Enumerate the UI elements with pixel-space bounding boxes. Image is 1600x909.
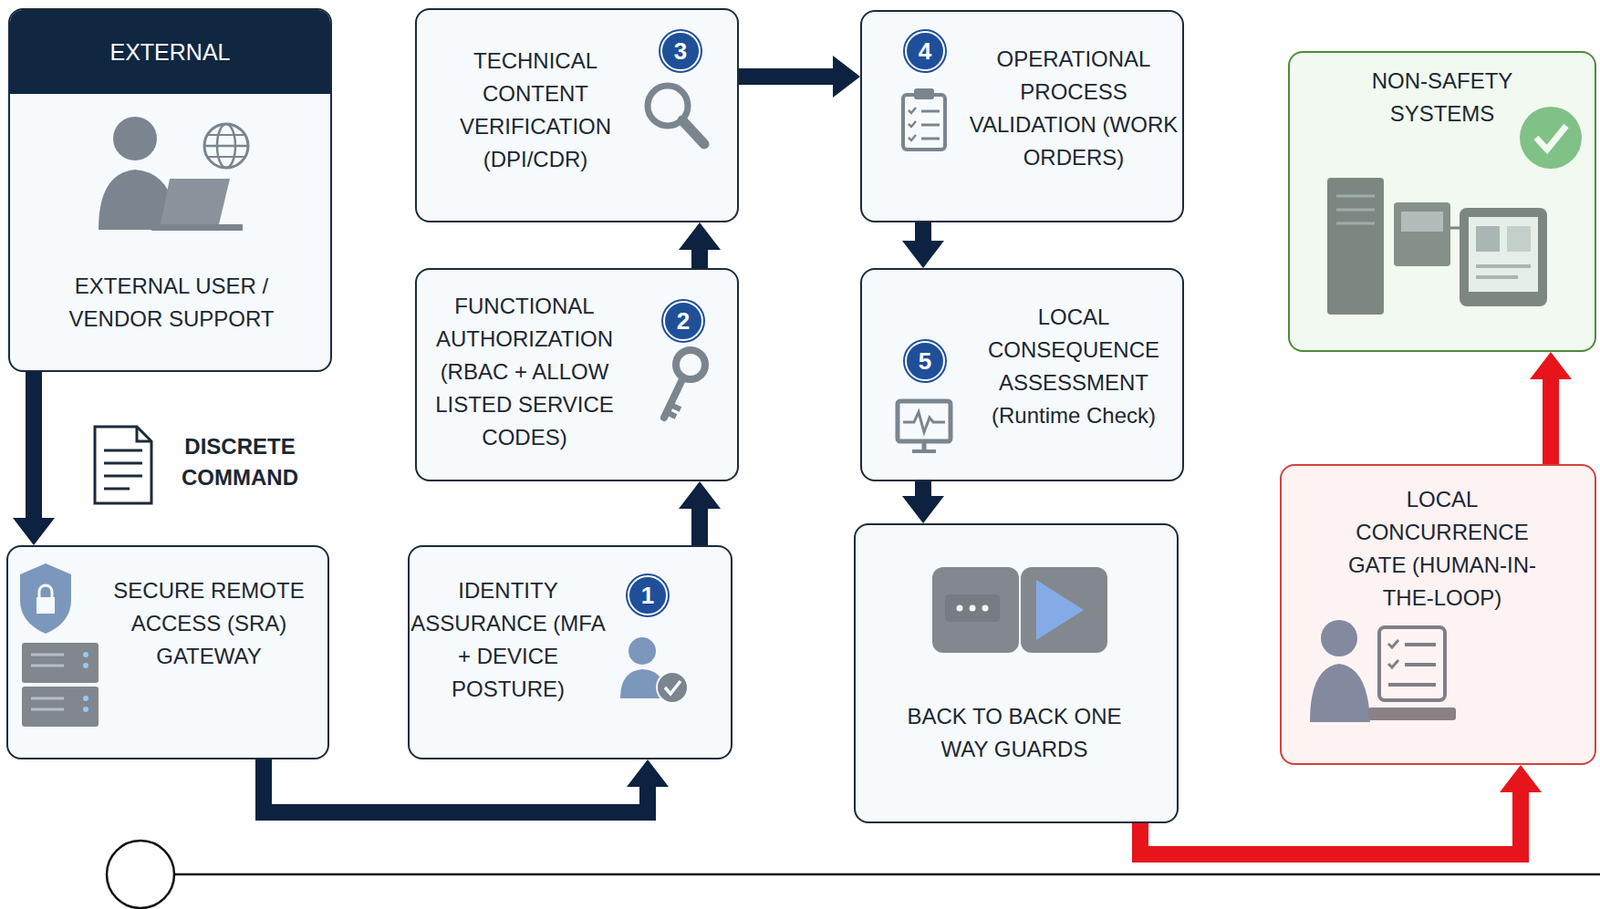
callout-number: 1 [627,575,668,616]
gateway-box: SECURE REMOTE ACCESS (SRA) GATEWAY [6,545,330,760]
concurrence-arrow [1140,792,1521,855]
node-text: FUNCTIONAL AUTHORIZATION (RBAC + ALLOW L… [419,290,630,455]
guard-box: BACK TO BACK ONE WAY GUARDS [853,523,1179,824]
process-box: LOCAL CONSEQUENCE ASSESSMENT (Runtime Ch… [860,268,1185,482]
process-box: TECHNICAL CONTENT VERIFICATION (DPI/CDR)… [415,8,739,223]
node-text: SECURE REMOTE ACCESS (SRA) GATEWAY [99,574,319,674]
header-band: EXTERNAL [10,10,331,94]
node-text: LOCAL CONSEQUENCE ASSESSMENT (Runtime Ch… [968,301,1179,433]
callout-number: 2 [663,301,704,342]
target-box: NON-SAFETY SYSTEMS [1288,51,1597,353]
process-box: FUNCTIONAL AUTHORIZATION (RBAC + ALLOW L… [415,268,739,482]
command-label: DISCRETE COMMAND [166,431,313,494]
node-text: LOCAL CONCURRENCE GATE (HUMAN-IN-THE-LOO… [1341,483,1543,615]
external-box: EXTERNAL EXTERNAL USER / VENDOR SUPPORT [8,8,333,373]
flow-arrow [691,249,708,269]
concurrence-arrow [1542,379,1559,465]
process-box: OPERATIONAL PROCESS VALIDATION (WORK ORD… [860,10,1185,223]
gate-box: LOCAL CONCURRENCE GATE (HUMAN-IN-THE-LOO… [1279,464,1597,766]
callout-number: 4 [904,31,946,72]
flow-arrow [738,68,833,85]
flow-arrow [25,372,42,519]
timeline-start [106,841,175,909]
node-text: BACK TO BACK ONE WAY GUARDS [895,700,1133,767]
node-text: OPERATIONAL PROCESS VALIDATION (WORK ORD… [968,42,1179,175]
node-text: TECHNICAL CONTENT VERIFICATION (DPI/CDR) [425,44,645,177]
callout-number: 3 [660,31,701,72]
node-text: IDENTITY ASSURANCE (MFA + DEVICE POSTURE… [410,574,607,707]
callout-number: 5 [904,341,946,382]
flow-arrow [914,481,932,497]
timeline-line [174,873,1600,877]
node-text: NON-SAFETY SYSTEMS [1341,64,1543,131]
node-text: EXTERNAL USER / VENDOR SUPPORT [34,270,309,336]
flow-arrow [914,222,932,241]
flow-arrow [691,509,708,546]
process-box: IDENTITY ASSURANCE (MFA + DEVICE POSTURE… [407,545,733,760]
document-icon [94,426,152,504]
flow-arrow [263,759,648,813]
